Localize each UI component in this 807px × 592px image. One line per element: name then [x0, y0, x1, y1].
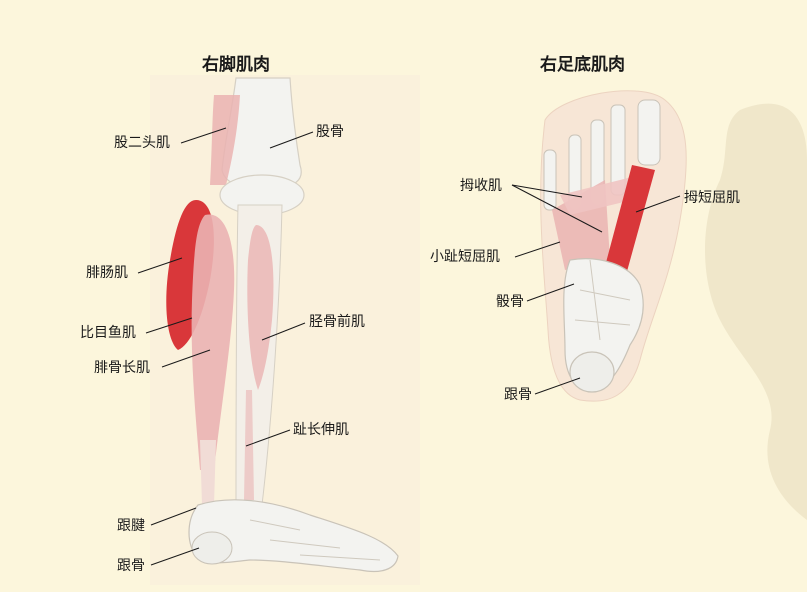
label-femur: 股骨	[316, 124, 344, 140]
biceps-femoris-muscle	[210, 95, 240, 185]
label-extensor-digitorum-longus: 趾长伸肌	[293, 422, 349, 438]
label-adductor-hallucis: 拇收肌	[460, 178, 502, 194]
label-soleus: 比目鱼肌	[80, 325, 136, 341]
leg-leader-lines	[137, 127, 314, 566]
label-flexor-digitorum-brevis: 小趾短屈肌	[430, 249, 500, 265]
achilles-tendon	[200, 440, 216, 505]
label-navicular: 骰骨	[496, 294, 524, 310]
foot-drawing	[543, 99, 661, 393]
background-decoration	[705, 103, 807, 520]
label-achilles-tendon: 跟腱	[117, 518, 145, 534]
label-peroneus-longus: 腓骨长肌	[94, 360, 150, 376]
label-leg-calcaneus: 跟骨	[117, 558, 145, 574]
leg-drawing	[166, 77, 399, 573]
label-foot-calcaneus: 跟骨	[504, 387, 532, 403]
adductor-hallucis-muscle	[560, 175, 640, 215]
flexor-hallucis-brevis-muscle	[604, 165, 655, 275]
label-biceps-femoris: 股二头肌	[114, 135, 170, 151]
label-tibialis-anterior: 胫骨前肌	[309, 314, 365, 330]
soleus-muscle	[191, 214, 235, 470]
tibialis-anterior-muscle	[247, 225, 274, 390]
foot-heel-bone	[569, 351, 615, 393]
label-gastrocnemius: 腓肠肌	[86, 265, 128, 281]
foot-leader-lines	[511, 184, 681, 395]
label-flexor-hallucis-brevis: 拇短屈肌	[684, 190, 740, 206]
heel-bone	[191, 531, 233, 565]
leg-title: 右脚肌肉	[202, 55, 270, 75]
foot-title: 右足底肌肉	[540, 55, 625, 75]
